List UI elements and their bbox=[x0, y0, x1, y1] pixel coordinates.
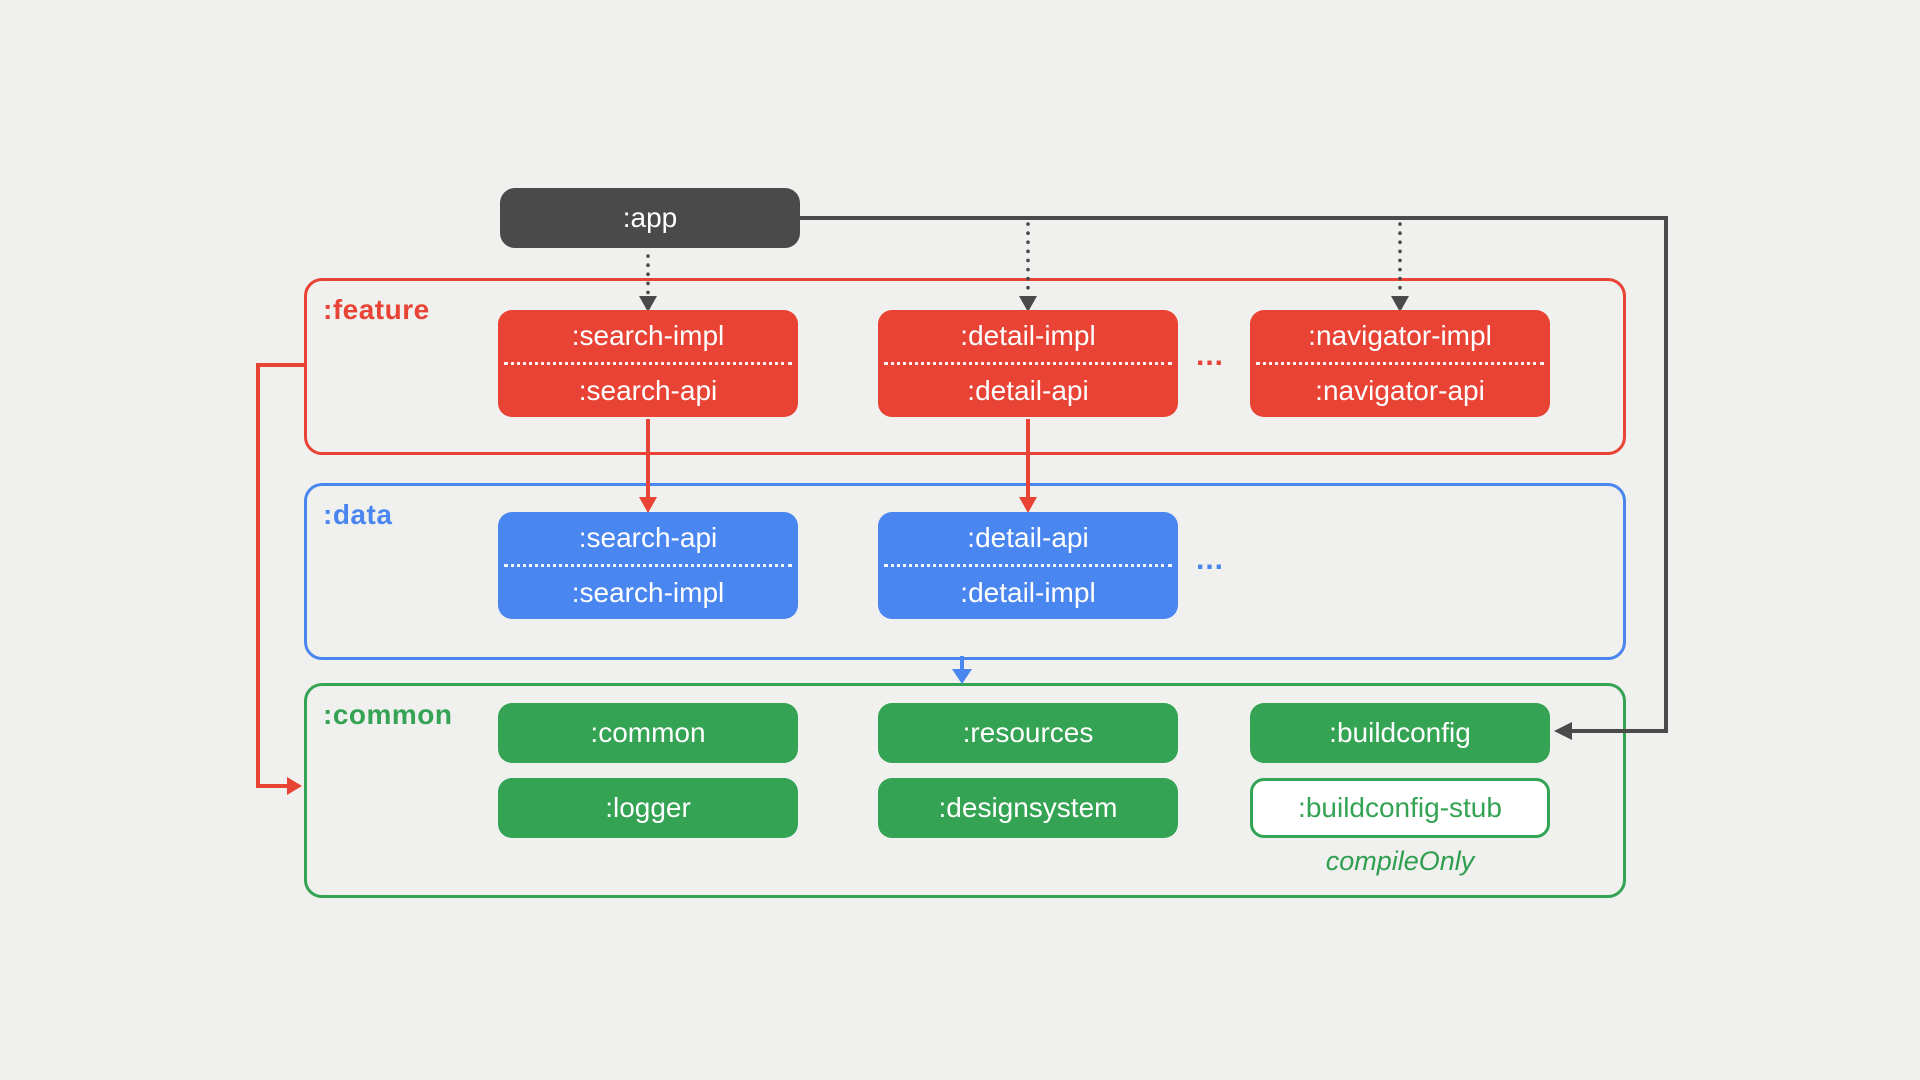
feature-detail-impl-label: :detail-impl bbox=[960, 320, 1096, 351]
common-box-logger: :logger bbox=[498, 778, 798, 838]
dotted-divider bbox=[504, 564, 792, 567]
edge-app-to-search-impl bbox=[639, 254, 657, 312]
feature-box-navigator: :navigator-impl :navigator-api bbox=[1250, 310, 1550, 417]
data-detail-api-label: :detail-api bbox=[967, 522, 1089, 553]
common-box-buildconfig-stub: :buildconfig-stub bbox=[1250, 778, 1550, 838]
edge-app-to-navigator-impl bbox=[1391, 222, 1409, 312]
feature-box-detail: :detail-impl :detail-api bbox=[878, 310, 1178, 417]
common-box-resources: :resources bbox=[878, 703, 1178, 763]
arrowhead-down-icon bbox=[1019, 497, 1037, 513]
feature-search-api-label: :search-api bbox=[578, 375, 718, 406]
common-buildconfig-label: :buildconfig bbox=[1329, 717, 1471, 748]
arrowhead-down-icon bbox=[1019, 296, 1037, 312]
arrowhead-left-icon bbox=[1554, 722, 1572, 740]
feature-navigator-impl-label: :navigator-impl bbox=[1308, 320, 1492, 351]
arrowhead-down-icon bbox=[1391, 296, 1409, 312]
edge-app-to-detail-impl bbox=[1019, 222, 1037, 312]
edge-app-to-buildconfig bbox=[800, 216, 1668, 740]
data-search-api-label: :search-api bbox=[578, 522, 718, 553]
data-more-ellipsis: ... bbox=[1195, 543, 1224, 576]
dotted-divider bbox=[884, 362, 1172, 365]
arrowhead-down-icon bbox=[952, 669, 972, 684]
data-box-detail: :detail-api :detail-impl bbox=[878, 512, 1178, 619]
feature-navigator-api-label: :navigator-api bbox=[1315, 375, 1485, 406]
common-logger-label: :logger bbox=[605, 792, 691, 823]
common-buildconfig-stub-label: :buildconfig-stub bbox=[1298, 792, 1502, 823]
data-search-impl-label: :search-impl bbox=[571, 577, 725, 608]
group-common-label: :common bbox=[323, 699, 453, 730]
group-feature-label: :feature bbox=[323, 294, 430, 325]
edge-data-to-common bbox=[952, 656, 972, 684]
data-box-search: :search-api :search-impl bbox=[498, 512, 798, 619]
dotted-divider bbox=[504, 362, 792, 365]
group-data-label: :data bbox=[323, 499, 393, 530]
arrowhead-right-icon bbox=[287, 777, 302, 795]
common-box-buildconfig: :buildconfig bbox=[1250, 703, 1550, 763]
feature-more-ellipsis: ... bbox=[1195, 339, 1224, 372]
group-common: :common bbox=[304, 683, 1626, 898]
common-resources-label: :resources bbox=[962, 717, 1094, 748]
feature-search-impl-label: :search-impl bbox=[571, 320, 725, 351]
feature-box-search: :search-impl :search-api bbox=[498, 310, 798, 417]
common-common-label: :common bbox=[590, 717, 706, 748]
dotted-divider bbox=[1256, 362, 1544, 365]
feature-detail-api-label: :detail-api bbox=[967, 375, 1089, 406]
arrowhead-down-icon bbox=[639, 497, 657, 513]
edge-search-feature-to-data bbox=[639, 419, 657, 513]
arrowhead-down-icon bbox=[639, 296, 657, 312]
edge-detail-feature-to-data bbox=[1019, 419, 1037, 513]
data-detail-impl-label: :detail-impl bbox=[960, 577, 1096, 608]
edge-feature-to-common bbox=[256, 363, 306, 795]
app-module-box: :app bbox=[500, 188, 800, 248]
app-module-label: :app bbox=[622, 202, 678, 233]
common-designsystem-label: :designsystem bbox=[938, 792, 1118, 823]
common-box-common: :common bbox=[498, 703, 798, 763]
group-data: :data bbox=[304, 483, 1626, 660]
common-box-designsystem: :designsystem bbox=[878, 778, 1178, 838]
dotted-divider bbox=[884, 564, 1172, 567]
compile-only-note: compileOnly bbox=[1325, 846, 1475, 876]
